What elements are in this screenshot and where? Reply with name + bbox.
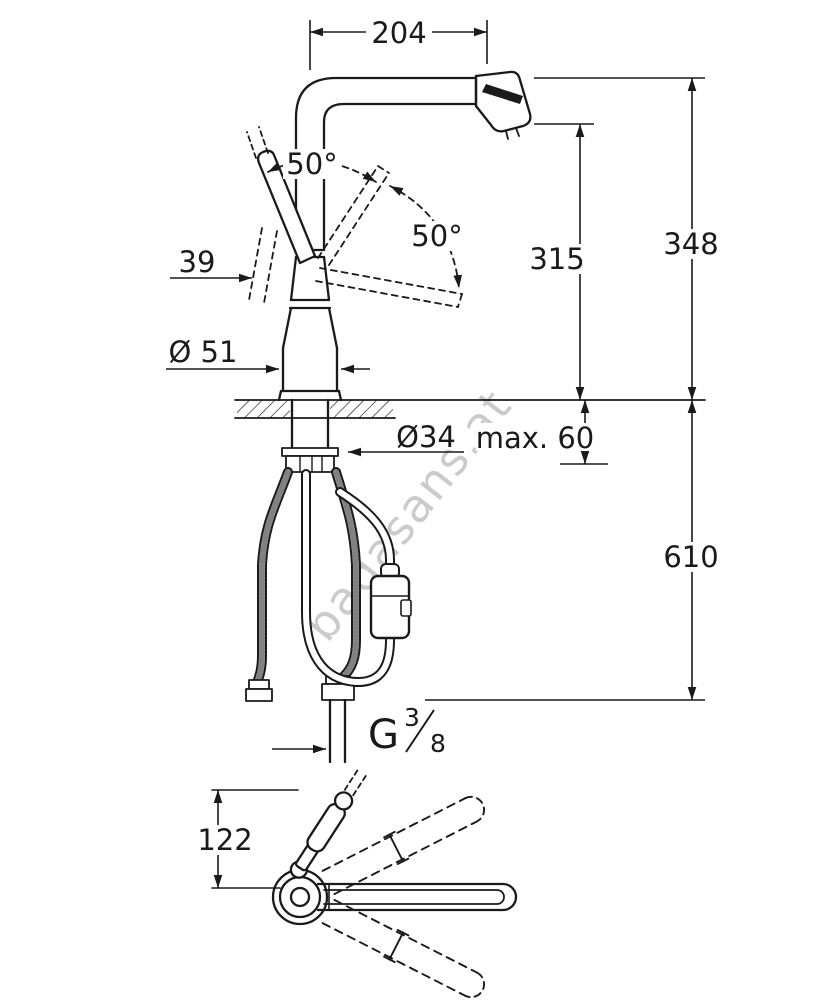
label-body-diameter: Ø 51	[169, 335, 238, 369]
label-plan-height: 122	[197, 823, 252, 857]
plan-swivel-range-lower	[321, 898, 486, 999]
label-outlet-height: 315	[529, 242, 584, 276]
thread-numerator: 3	[404, 703, 420, 732]
hose-fitting-right-nut	[321, 683, 355, 701]
counter-hatch-left	[237, 400, 290, 418]
label-lever-width: 39	[179, 245, 216, 279]
label-shank-diameter: Ø34	[396, 420, 456, 454]
counter-hatch-right	[330, 400, 393, 418]
countertop	[234, 399, 706, 419]
swivel-arc-left	[267, 160, 377, 183]
hose-fitting-left	[248, 679, 270, 690]
label-thread: G 3 8	[368, 703, 446, 758]
label-max-counter: max. 60	[476, 421, 595, 455]
plan-lever	[289, 767, 369, 879]
spout	[294, 76, 478, 252]
lever-swivel-positions	[248, 160, 463, 308]
hose-weight	[369, 563, 412, 640]
label-below-counter: 610	[663, 540, 718, 574]
thread-letter: G	[368, 712, 399, 758]
plan-swivel-range-upper	[321, 795, 486, 896]
hose-fitting-left-nut	[245, 688, 273, 702]
pullout-hose	[301, 469, 395, 687]
dimensions	[166, 20, 705, 754]
label-lever-angle-left: 50°	[286, 147, 337, 181]
label-lever-angle-right: 50°	[411, 219, 462, 253]
label-spout-reach: 204	[371, 16, 426, 50]
mounting-hardware	[281, 398, 339, 473]
plan-view: 122	[195, 767, 518, 999]
spray-head	[474, 70, 532, 140]
dimension-labels: 204 50° 50° 39 Ø 51 315 348 Ø34 max. 60 …	[164, 16, 724, 758]
plan-spout	[316, 882, 518, 912]
faucet-body	[277, 248, 343, 402]
thread-denominator: 8	[430, 729, 446, 758]
label-total-height: 348	[663, 227, 718, 261]
thread-pipe	[328, 698, 347, 764]
spray-head-grip	[482, 84, 523, 104]
swivel-arc-right	[389, 185, 462, 289]
